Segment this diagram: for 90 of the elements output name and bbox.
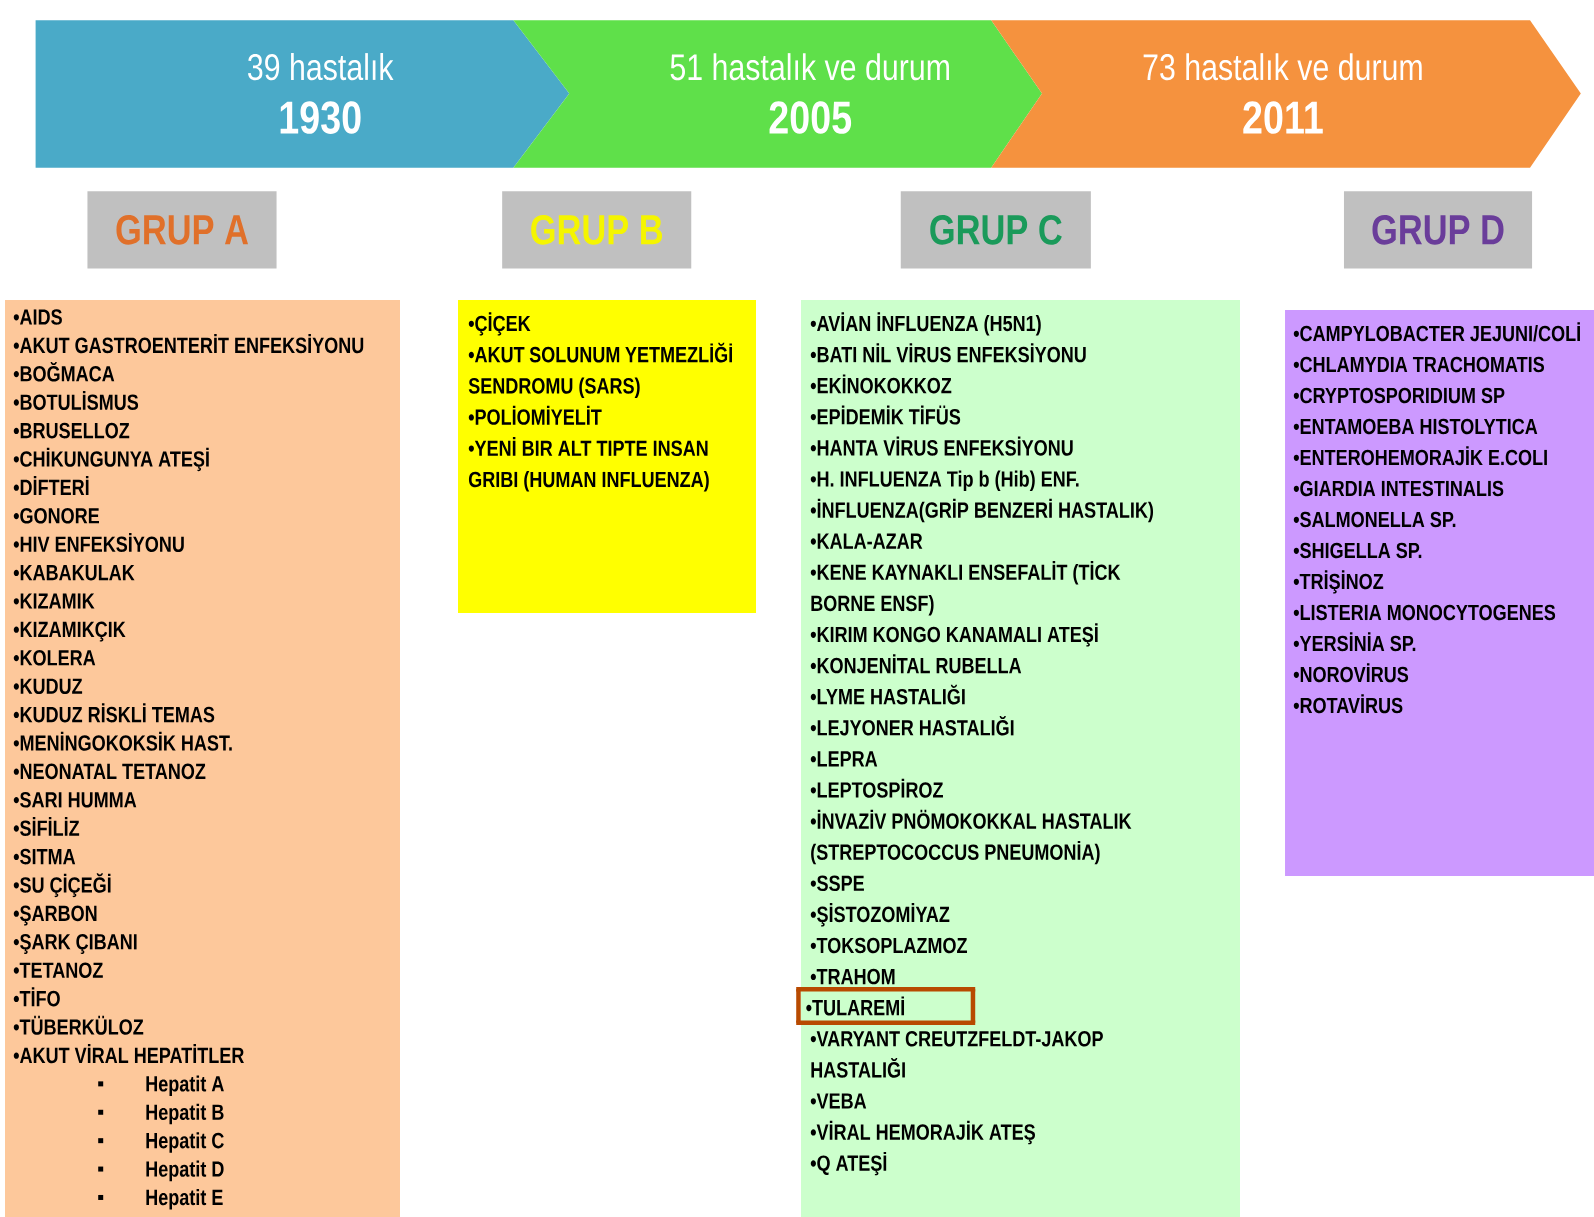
list-item: •KIZAMIKÇIK [13, 621, 126, 642]
list-item: •SALMONELLA SP. [1293, 511, 1456, 528]
list-item: •KOLERA [13, 650, 96, 666]
list-item: Hepatit D [146, 1160, 224, 1182]
list-item: •Q ATEŞİ [810, 1151, 887, 1176]
list-item: •BRUSELLOZ [13, 422, 130, 439]
group-label: GRUP D [1343, 191, 1533, 269]
list-item: •NOROVİRUS [1293, 663, 1409, 683]
list-item: •H. INFLUENZA Tip b (Hib) ENF. [810, 470, 1079, 492]
year-label: 2005 [769, 101, 852, 134]
list-item: •GIARDIA INTESTINALIS [1293, 480, 1504, 497]
list-item: •VİRAL HEMORAJİK ATEŞ [810, 1120, 1035, 1145]
list-item: •ŞİSTOZOMİYAZ [810, 903, 950, 927]
list-item: Hepatit C [146, 1132, 224, 1153]
year-label: 2011 [1243, 101, 1323, 134]
list-box [1285, 310, 1594, 876]
list-item: Hepatit A [146, 1075, 224, 1096]
list-item: •KONJENİTAL RUBELLA [810, 654, 1022, 674]
timeline-banner [35, 20, 570, 168]
list-item: •KENE KAYNAKLI ENSEFALİT (TİCK BORNE ENSF) [810, 561, 1121, 616]
list-item: •CHİKUNGUNYA ATEŞİ [13, 447, 209, 472]
list-box [796, 300, 1240, 1217]
list-item: •NEONATAL TETANOZ [13, 763, 206, 780]
list-item: •BOĞMACA [13, 361, 115, 382]
list-item: •MENİNGOKOKSİK HAST. [13, 731, 232, 751]
list-item: •HIV ENFEKSİYONU [13, 532, 184, 552]
list-item: •SITMA [13, 848, 76, 865]
list-item: •SARI HUMMA [13, 792, 137, 808]
list-box [5, 300, 400, 1217]
list-item: •GONORE [13, 508, 99, 524]
list-item: •SU ÇİÇEĞİ [13, 873, 111, 898]
list-item: •TULAREMİ [806, 996, 904, 1016]
list-item: •CRYPTOSPORIDIUM SP [1293, 387, 1505, 404]
list-item: •EPİDEMİK TİFÜS [810, 405, 961, 425]
list-item: •YENİ BIR ALT TIPTE INSAN GRIBI (HUMAN INFLUENZA) [468, 437, 709, 492]
list-item: •CAMPYLOBACTER JEJUNI/COLİ [1293, 322, 1580, 342]
list-item: •SHIGELLA SP. [1293, 542, 1422, 559]
list-item: •AIDS [13, 309, 62, 325]
list-item: •ENTEROHEMORAJİK E.COLI [1293, 446, 1547, 466]
list-item: •İNFLUENZA(GRİP BENZERİ HASTALIK) [810, 498, 1154, 523]
list-item: •TRİŞİNOZ [1293, 570, 1384, 594]
list-item: •SİFİLİZ [13, 816, 80, 836]
list-item: •TOKSOPLAZMOZ [810, 937, 967, 954]
list-item: •SSPE [810, 875, 864, 892]
group-label: GRUP A [87, 191, 277, 269]
list-item: •TİFO [13, 987, 60, 1007]
list-item: •KUDUZ [13, 678, 83, 694]
list-item: •LEJYONER HASTALIĞI [810, 715, 1014, 736]
list-item: •BOTULİSMUS [13, 390, 139, 410]
list-item: Hepatit B [146, 1103, 224, 1125]
list-box [458, 300, 756, 613]
list-item: •KIRIM KONGO KANAMALI ATEŞİ [810, 623, 1098, 647]
list-item: •KALA-AZAR [810, 533, 923, 549]
list-item: Hepatit E [146, 1189, 223, 1210]
list-item: •CHLAMYDIA TRACHOMATIS [1293, 356, 1544, 373]
group-label: GRUP C [900, 191, 1091, 269]
group-label: GRUP B [502, 191, 692, 269]
list-item: •ŞARK ÇIBANI [13, 934, 137, 954]
year-label: 1930 [280, 101, 361, 134]
list-item: •ROTAVİRUS [1293, 694, 1403, 714]
list-item: •EKİNOKOKKOZ [810, 374, 952, 394]
list-item: •TÜBERKÜLOZ [13, 1015, 144, 1035]
list-item: •LYME HASTALIĞI [810, 684, 965, 705]
timeline-banner [991, 20, 1581, 168]
list-item: •ENTAMOEBA HISTOLYTICA [1293, 418, 1538, 435]
list-item: •YERSİNİA SP. [1293, 632, 1416, 652]
list-item: •AKUT GASTROENTERİT ENFEKSİYONU [13, 334, 364, 354]
list-item: •BATI NİL VİRUS ENFEKSİYONU [810, 343, 1086, 363]
list-item: •AKUT SOLUNUM YETMEZLİĞİ SENDROMU (SARS) [468, 342, 732, 398]
list-item: •AVİAN İNFLUENZA (H5N1) [810, 312, 1041, 336]
list-item: •ŞARBON [13, 905, 97, 926]
list-item: •TRAHOM [810, 968, 895, 985]
disease-count: 39 hastalık [248, 53, 394, 81]
list-item: •ÇİÇEK [468, 312, 531, 336]
list-item: •LEPRA [810, 751, 878, 767]
list-item: •HANTA VİRUS ENFEKSİYONU [810, 436, 1073, 456]
disease-count: 73 hastalık ve durum [1143, 53, 1422, 81]
list-item: •İNVAZİV PNÖMOKOKKAL HASTALIK (STREPTOCOCCUS PNEUMONİA) [810, 809, 1132, 865]
list-item: •LISTERIA MONOCYTOGENES [1293, 604, 1556, 621]
list-item: •KIZAMIK [13, 593, 95, 609]
list-item: •KUDUZ RİSKLİ TEMAS [13, 703, 215, 723]
list-item: •KABAKULAK [13, 565, 135, 581]
list-item: •LEPTOSPİROZ [810, 778, 943, 798]
disease-count: 51 hastalık ve durum [670, 53, 949, 81]
list-item: •VARYANT CREUTZFELDT-JAKOP HASTALIĞI [810, 1031, 1103, 1078]
list-item: •POLİOMİYELİT [468, 405, 602, 425]
list-item: •VEBA [810, 1093, 867, 1109]
list-item: •AKUT VİRAL HEPATİTLER [13, 1044, 244, 1064]
list-item: •DİFTERİ [13, 476, 89, 495]
list-item: •TETANOZ [13, 962, 103, 978]
